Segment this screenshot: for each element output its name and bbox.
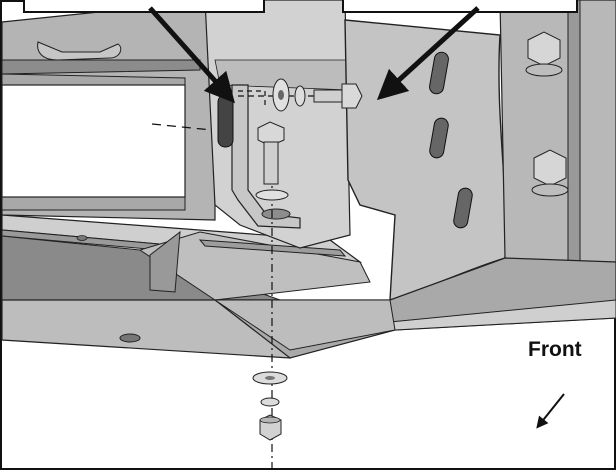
hex-bolt-lower xyxy=(531,149,569,197)
callout-box-right xyxy=(342,0,578,13)
lock-washer-horizontal xyxy=(294,85,306,107)
front-direction-arrow xyxy=(536,393,565,429)
hex-nut xyxy=(259,414,282,441)
lock-washer-lower xyxy=(260,397,280,407)
flat-washer-horizontal xyxy=(272,78,290,112)
dashed-callout xyxy=(151,90,266,131)
hex-bolt-vertical xyxy=(257,121,285,185)
l-bracket xyxy=(217,84,301,229)
pointer-arrow-right xyxy=(376,6,480,101)
hex-bolt-horizontal xyxy=(313,83,363,109)
front-direction-label: Front xyxy=(528,338,582,361)
right-bottom-plate xyxy=(213,257,616,359)
bracket-slot xyxy=(217,94,234,148)
right-frame-column xyxy=(499,0,616,281)
flat-washer-upper xyxy=(255,189,289,201)
base-crossmember xyxy=(1,214,371,359)
horizontal-hardware-stack xyxy=(238,78,363,112)
vertical-hardware-stack xyxy=(252,121,289,470)
hex-bolt-upper xyxy=(525,31,563,77)
callout-box-left xyxy=(23,0,265,13)
callout-boxes xyxy=(23,0,578,13)
left-frame-rail xyxy=(1,0,216,221)
flat-washer-lower xyxy=(252,371,288,385)
pointer-arrow-left xyxy=(148,6,235,104)
frame-window-cutout xyxy=(1,84,186,198)
